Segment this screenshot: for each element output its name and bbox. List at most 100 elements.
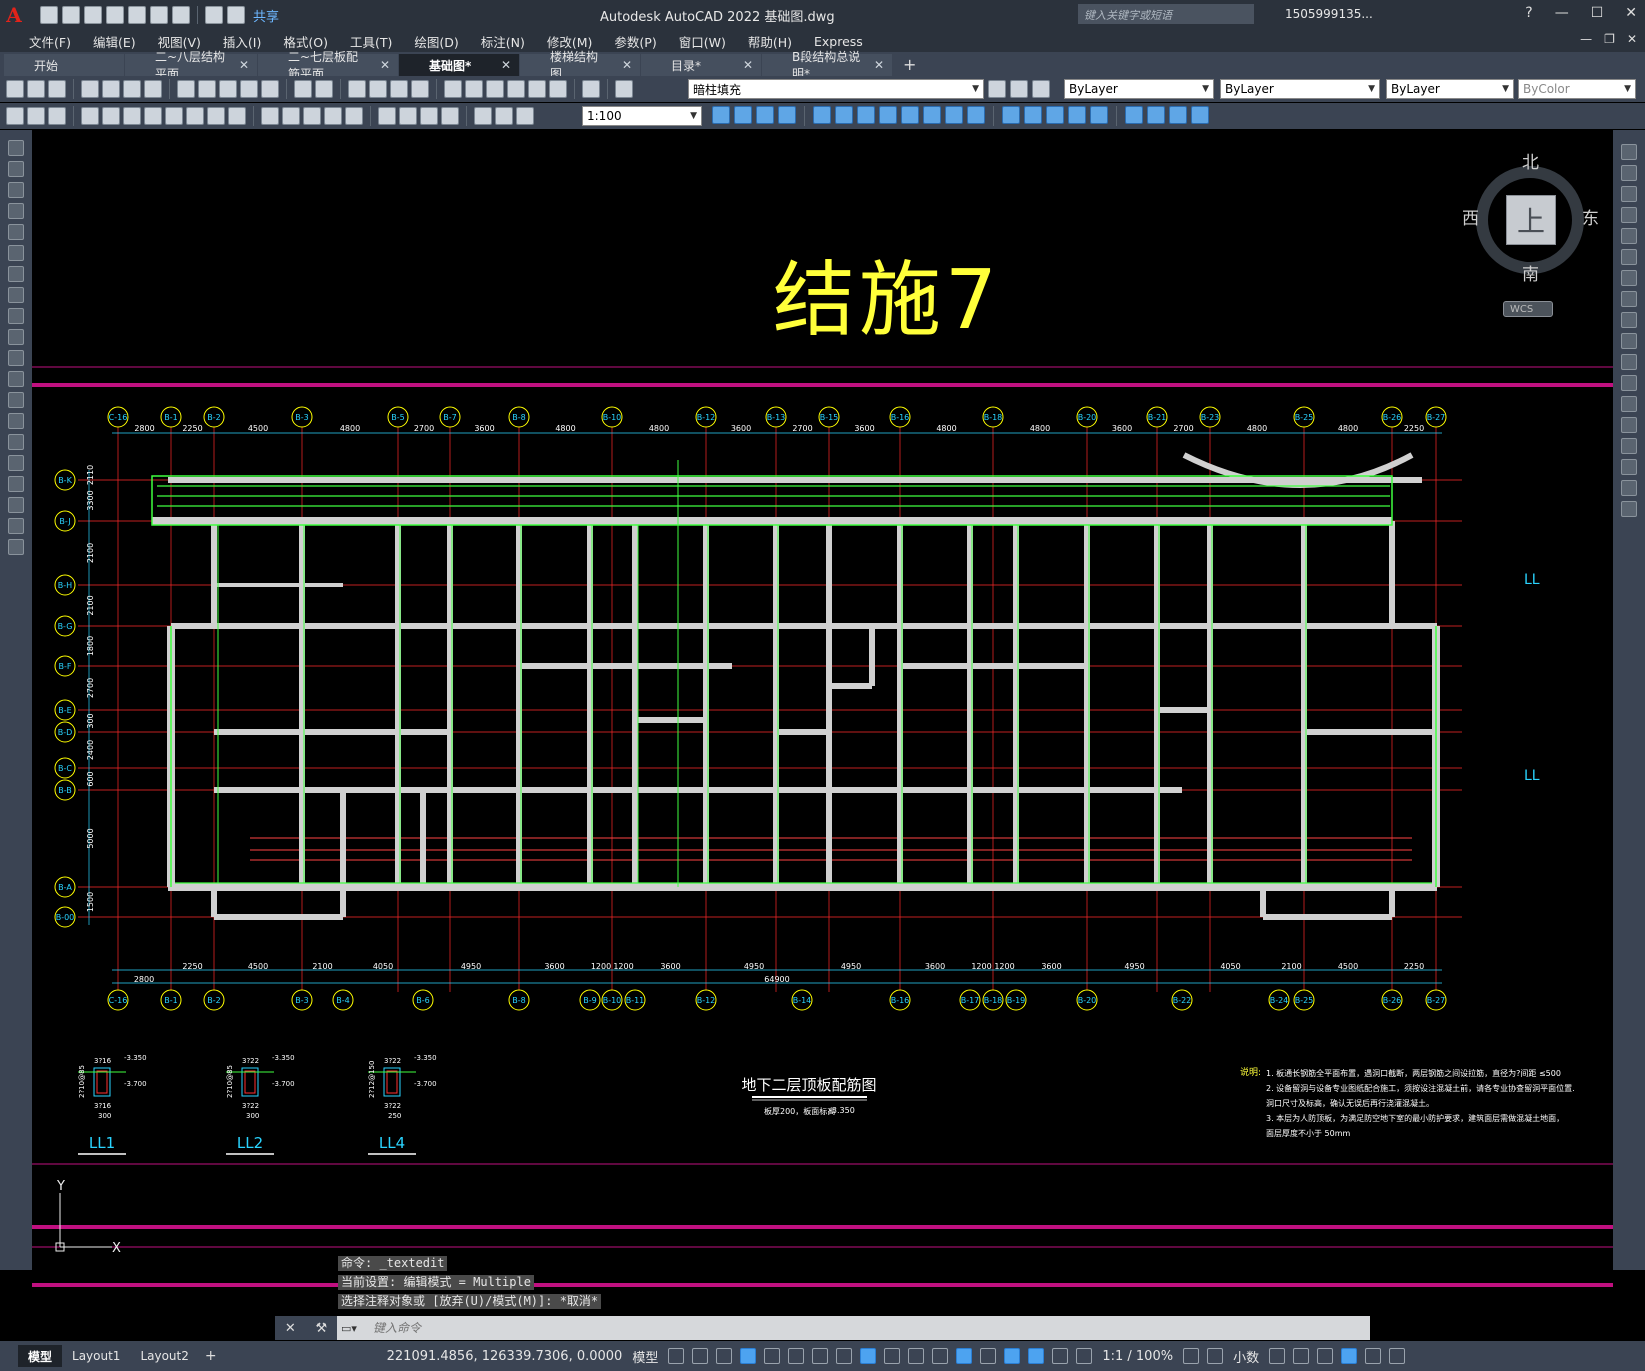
fillet-icon[interactable] bbox=[1621, 459, 1637, 475]
point-icon[interactable] bbox=[8, 413, 24, 429]
design-center-icon[interactable] bbox=[465, 80, 483, 98]
line-icon[interactable] bbox=[8, 140, 24, 156]
object-snap-icon[interactable] bbox=[860, 1348, 877, 1364]
scale-icon[interactable] bbox=[879, 106, 897, 124]
3d-dwf-icon[interactable] bbox=[144, 80, 162, 98]
polygon-icon[interactable] bbox=[8, 203, 24, 219]
lineweight-icon[interactable] bbox=[884, 1348, 901, 1364]
explode-icon[interactable] bbox=[1621, 501, 1637, 517]
help-icon[interactable] bbox=[582, 80, 600, 98]
construction-line-icon[interactable] bbox=[8, 161, 24, 177]
menu-item[interactable]: 窗口(W) bbox=[678, 34, 726, 50]
angular-icon[interactable] bbox=[228, 107, 246, 125]
viewcube[interactable]: 上 北 南 西 东 bbox=[1462, 148, 1599, 285]
snap-icon[interactable] bbox=[692, 1348, 709, 1364]
menu-item[interactable]: 编辑(E) bbox=[92, 34, 136, 50]
layer-dropdown[interactable]: 暗柱填充▼ bbox=[688, 79, 984, 99]
isolate-objects-icon[interactable] bbox=[1317, 1348, 1334, 1364]
make-current-layer-icon[interactable] bbox=[988, 80, 1006, 98]
wcs-menu[interactable]: WCS bbox=[1503, 301, 1553, 317]
spline-icon[interactable] bbox=[8, 308, 24, 324]
recent-commands-icon[interactable]: ▭▾ bbox=[341, 1321, 357, 1335]
quick-properties-icon[interactable] bbox=[1269, 1348, 1286, 1364]
pan-icon[interactable] bbox=[348, 80, 366, 98]
model-space-button[interactable]: 模型 bbox=[632, 1350, 659, 1366]
save-as-icon[interactable] bbox=[106, 6, 124, 24]
isodraft-icon[interactable] bbox=[812, 1348, 829, 1364]
undo-icon[interactable] bbox=[294, 80, 312, 98]
break-icon[interactable] bbox=[967, 106, 985, 124]
add-layout-icon[interactable]: + bbox=[204, 1348, 217, 1364]
publish-icon[interactable] bbox=[123, 80, 141, 98]
close-tab-icon[interactable]: ✕ bbox=[238, 58, 249, 72]
doc-tab[interactable]: 基础图*✕ bbox=[399, 54, 519, 76]
trim-icon[interactable] bbox=[923, 106, 941, 124]
join-icon[interactable] bbox=[1621, 417, 1637, 433]
units-button[interactable]: 小数 bbox=[1233, 1350, 1260, 1366]
arc-length-icon[interactable] bbox=[123, 107, 141, 125]
text-style-icon[interactable] bbox=[6, 107, 24, 125]
table-icon[interactable] bbox=[8, 497, 24, 513]
rotate-icon[interactable] bbox=[1621, 270, 1637, 286]
annotation-scale-button[interactable]: 1:1 / 100% bbox=[1102, 1348, 1174, 1364]
linear-dim-icon[interactable] bbox=[81, 107, 99, 125]
extend-icon[interactable] bbox=[945, 106, 963, 124]
break-at-point-icon[interactable] bbox=[1621, 375, 1637, 391]
layer-state-icon[interactable] bbox=[1032, 80, 1050, 98]
draworder-icon[interactable] bbox=[1125, 106, 1143, 124]
save-icon[interactable] bbox=[84, 6, 102, 24]
help-icon[interactable]: ? bbox=[1525, 5, 1533, 21]
jogged-icon[interactable] bbox=[186, 107, 204, 125]
zoom-realtime-icon[interactable] bbox=[369, 80, 387, 98]
dim-edit-icon[interactable] bbox=[474, 107, 492, 125]
hatch-back-icon[interactable] bbox=[1169, 106, 1187, 124]
join-icon[interactable] bbox=[1002, 106, 1020, 124]
menu-item[interactable]: Express bbox=[813, 33, 863, 49]
text-front-icon[interactable] bbox=[1147, 106, 1165, 124]
new-tab-icon[interactable]: + bbox=[903, 55, 917, 74]
maximize-icon[interactable]: ☐ bbox=[1590, 5, 1604, 21]
web-save-icon[interactable] bbox=[150, 6, 168, 24]
lineweight-dropdown[interactable]: ByLayer▼ bbox=[1386, 79, 1514, 99]
close-tab-icon[interactable]: ✕ bbox=[621, 58, 632, 72]
menu-item[interactable]: 参数(P) bbox=[614, 34, 657, 50]
autocad-logo-icon[interactable]: A bbox=[6, 3, 22, 27]
linetype-dropdown[interactable]: ByLayer▼ bbox=[1220, 79, 1380, 99]
break-icon[interactable] bbox=[1621, 396, 1637, 412]
properties-icon[interactable] bbox=[444, 80, 462, 98]
copy-object-icon[interactable] bbox=[734, 106, 752, 124]
tool-palettes-icon[interactable] bbox=[486, 80, 504, 98]
close-icon[interactable]: ✕ bbox=[1625, 5, 1637, 21]
erase-icon[interactable] bbox=[1621, 144, 1637, 160]
gizmo-icon[interactable] bbox=[1028, 1348, 1045, 1364]
insert-block-icon[interactable] bbox=[8, 371, 24, 387]
quick-dim-icon[interactable] bbox=[261, 107, 279, 125]
rotate-icon[interactable] bbox=[857, 106, 875, 124]
hatch-icon[interactable] bbox=[8, 434, 24, 450]
dim-space-icon[interactable] bbox=[324, 107, 342, 125]
hardware-acceleration-icon[interactable] bbox=[1341, 1348, 1358, 1364]
undo-icon[interactable] bbox=[205, 6, 223, 24]
offset-icon[interactable] bbox=[1621, 207, 1637, 223]
open-icon[interactable] bbox=[62, 6, 80, 24]
selection-filter-icon[interactable] bbox=[1004, 1348, 1021, 1364]
mirror-icon[interactable] bbox=[1621, 186, 1637, 202]
doc-tab[interactable]: 二~七层板配筋平面✕ bbox=[258, 50, 398, 81]
sheet-title[interactable]: 结施7 bbox=[773, 253, 1001, 348]
minimize-icon[interactable]: — bbox=[1554, 5, 1569, 21]
ellipse-arc-icon[interactable] bbox=[8, 350, 24, 366]
polyline-icon[interactable] bbox=[8, 182, 24, 198]
blend-icon[interactable] bbox=[1068, 106, 1086, 124]
stretch-icon[interactable] bbox=[1621, 312, 1637, 328]
close-tab-icon[interactable]: ✕ bbox=[379, 58, 390, 72]
ellipse-icon[interactable] bbox=[8, 329, 24, 345]
layer-properties-icon[interactable] bbox=[615, 80, 633, 98]
inspection-icon[interactable] bbox=[420, 107, 438, 125]
customize-status-icon[interactable] bbox=[1389, 1348, 1406, 1364]
grid-icon[interactable] bbox=[668, 1348, 685, 1364]
dynamic-ucs-icon[interactable] bbox=[980, 1348, 997, 1364]
new-icon[interactable] bbox=[40, 6, 58, 24]
save-icon[interactable] bbox=[48, 80, 66, 98]
coordinates-readout[interactable]: 221091.4856, 126339.7306, 0.0000 bbox=[386, 1348, 623, 1364]
